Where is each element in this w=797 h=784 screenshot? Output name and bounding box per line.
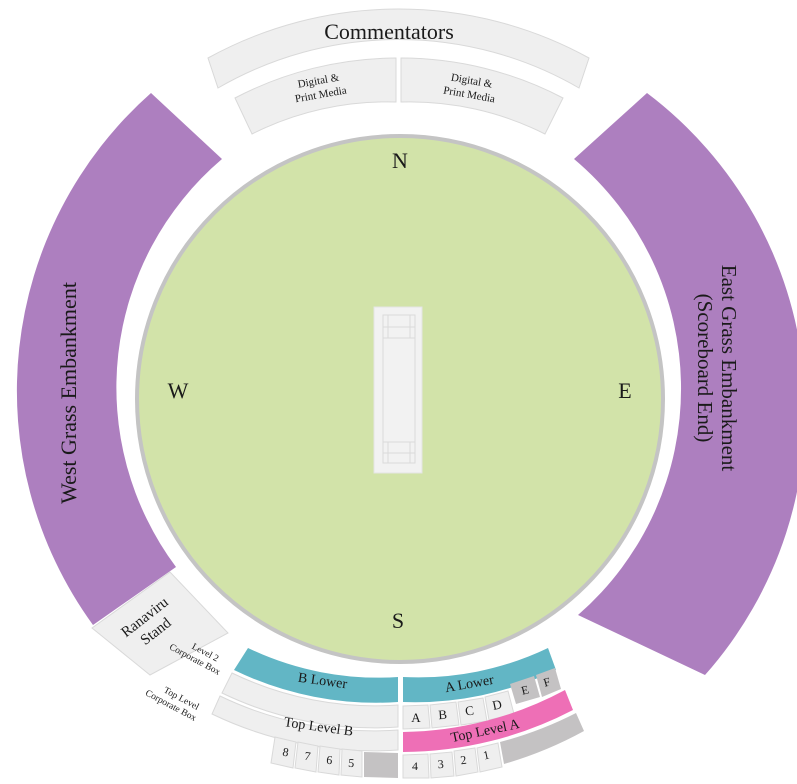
box-a[interactable] xyxy=(402,704,431,730)
b-lower-stand[interactable] xyxy=(234,648,398,703)
west-embankment-label: West Grass Embankment xyxy=(56,282,81,504)
box-2-label: 2 xyxy=(459,753,467,768)
box-4-label: 4 xyxy=(412,759,418,773)
box-3-label: 3 xyxy=(437,757,444,771)
top-level-a-stand[interactable] xyxy=(403,690,573,752)
compass-south: S xyxy=(392,608,404,633)
box-1-label: 1 xyxy=(482,748,491,763)
box-5-label: 5 xyxy=(348,756,355,770)
compass-north: N xyxy=(392,148,408,173)
a-lower-stand[interactable] xyxy=(403,648,556,703)
east-embankment-label-1: East Grass Embankment xyxy=(717,265,741,472)
box-2[interactable] xyxy=(453,747,479,777)
box-a-label: A xyxy=(411,710,421,725)
top-level-a-gray-block[interactable] xyxy=(500,713,584,764)
box-6-label: 6 xyxy=(326,753,333,768)
box-3[interactable] xyxy=(429,751,455,779)
top-level-corporate-box-b[interactable] xyxy=(211,695,399,752)
box-5[interactable] xyxy=(340,748,363,778)
compass-east: E xyxy=(618,378,631,403)
top-level-b-gray-block[interactable] xyxy=(364,752,398,778)
box-e-label: E xyxy=(520,682,531,697)
box-b[interactable] xyxy=(429,701,460,729)
media-stand-right[interactable] xyxy=(400,57,564,135)
box-4[interactable] xyxy=(402,753,430,779)
east-embankment-label-2: (Scoreboard End) xyxy=(693,294,717,443)
box-b-label: B xyxy=(438,707,448,723)
b-lower-label: B Lower xyxy=(297,671,348,693)
level2-corporate-box-b[interactable] xyxy=(221,672,399,729)
box-c-label: C xyxy=(464,703,475,719)
media-stand-left[interactable] xyxy=(234,57,397,135)
box-e[interactable] xyxy=(510,676,540,704)
pitch-strip xyxy=(382,314,416,464)
box-8[interactable] xyxy=(270,736,297,769)
box-f-label: F xyxy=(542,674,553,689)
pitch xyxy=(373,306,423,474)
east-grass-embankment[interactable] xyxy=(574,93,797,675)
box-1[interactable] xyxy=(476,742,503,773)
ranaviru-stand[interactable] xyxy=(91,571,229,676)
box-6[interactable] xyxy=(317,745,341,776)
box-d-label: D xyxy=(491,696,503,713)
box-f[interactable] xyxy=(536,668,561,697)
box-7[interactable] xyxy=(294,741,319,773)
box-7-label: 7 xyxy=(304,749,312,764)
compass-west: W xyxy=(168,378,189,403)
commentators-label: Commentators xyxy=(324,19,454,44)
west-grass-embankment[interactable] xyxy=(16,93,222,625)
box-8-label: 8 xyxy=(282,745,290,760)
commentators-stand[interactable] xyxy=(207,8,590,89)
